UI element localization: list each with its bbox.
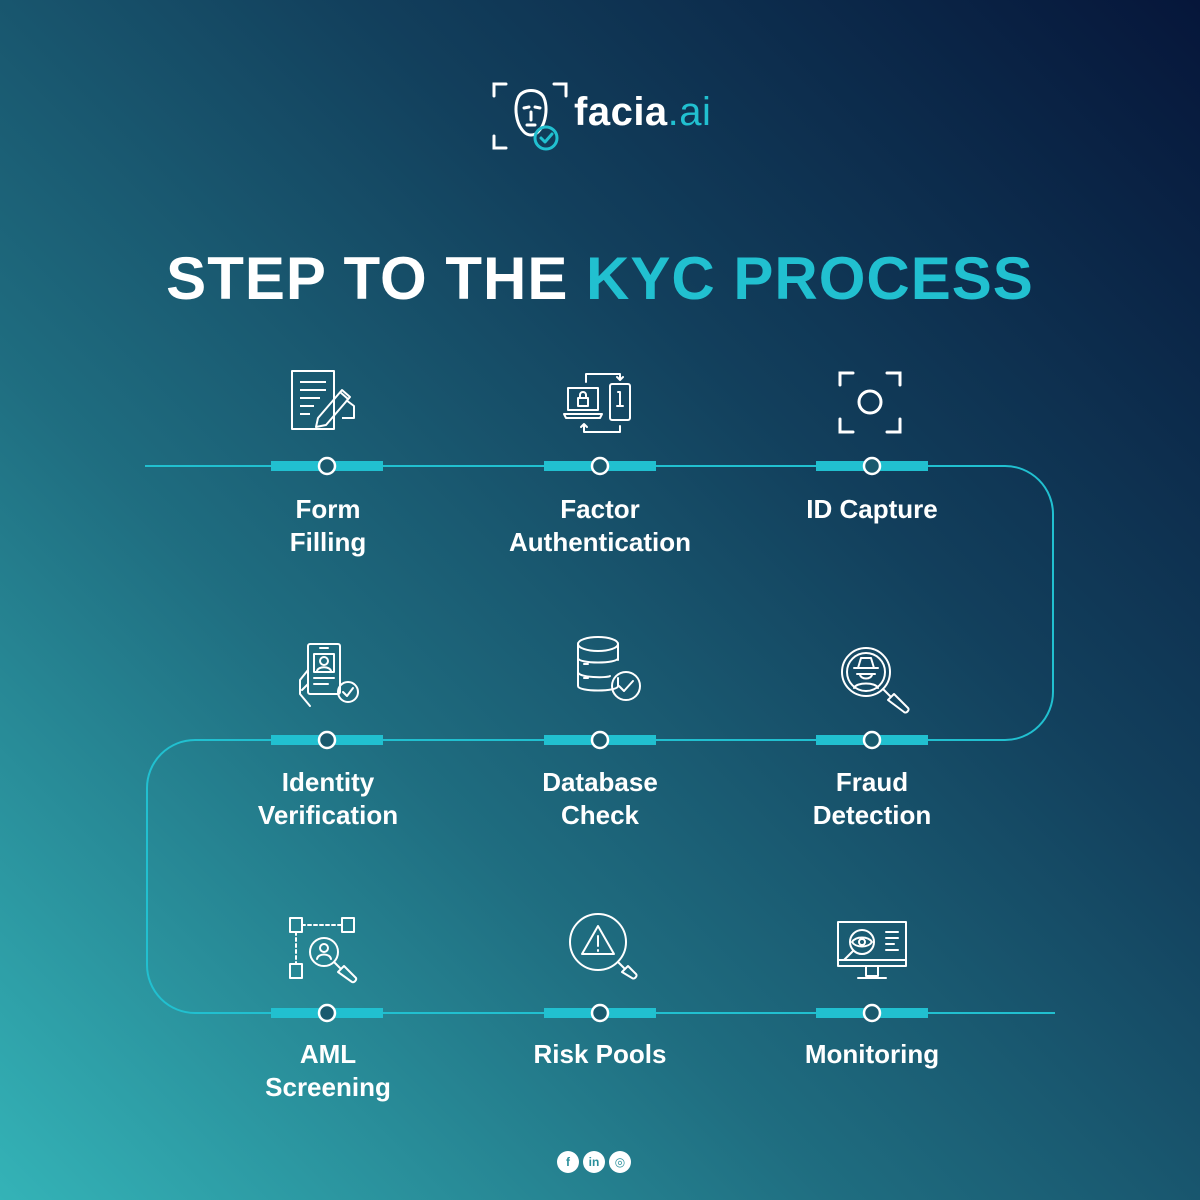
step-label-risk-pools: Risk Pools xyxy=(533,1039,667,1069)
brand-suffix: .ai xyxy=(667,90,712,134)
step-label-identity-verification: Identity Verification xyxy=(257,767,399,830)
facebook-icon[interactable]: f xyxy=(557,1151,579,1173)
step-node-5 xyxy=(590,730,610,750)
id-card-hand-check-icon xyxy=(299,643,359,707)
brand-logo: facia.ai xyxy=(490,78,730,158)
monitor-eye-magnifier-icon xyxy=(837,921,907,979)
step-node-3 xyxy=(862,456,882,476)
warning-magnifier-icon xyxy=(569,913,638,980)
form-document-pen-icon xyxy=(291,370,355,430)
step-node-9 xyxy=(862,1003,882,1023)
step-label-factor-authentication: Factor Authentication xyxy=(509,494,691,557)
step-node-1 xyxy=(317,456,337,476)
step-node-6 xyxy=(862,730,882,750)
step-node-4 xyxy=(317,730,337,750)
instagram-icon[interactable]: ◎ xyxy=(609,1151,631,1173)
step-node-2 xyxy=(590,456,610,476)
linkedin-icon[interactable]: in xyxy=(583,1151,605,1173)
brand-wordmark: facia.ai xyxy=(574,90,711,135)
camera-frame-icon xyxy=(838,371,902,434)
step-label-id-capture: ID Capture xyxy=(806,494,938,524)
step-label-form-filling: Form Filling xyxy=(289,494,367,557)
step-label-monitoring: Monitoring xyxy=(804,1039,940,1069)
page-title: STEP TO THE KYC PROCESS xyxy=(0,244,1200,313)
step-node-8 xyxy=(590,1003,610,1023)
step-node-7 xyxy=(317,1003,337,1023)
title-part1: STEP TO THE xyxy=(166,245,587,312)
step-label-fraud-detection: Fraud Detection xyxy=(812,767,932,830)
title-highlight: KYC PROCESS xyxy=(586,245,1034,312)
network-search-user-icon xyxy=(289,917,358,984)
brand-name: facia xyxy=(574,90,668,134)
step-label-database-check: Database Check xyxy=(542,767,658,830)
face-scan-check-icon xyxy=(492,82,568,151)
magnifier-spy-icon xyxy=(841,647,910,714)
step-label-aml-screening: AML Screening xyxy=(265,1039,391,1102)
laptop-phone-sync-icon xyxy=(563,373,631,433)
database-check-icon xyxy=(577,636,641,701)
